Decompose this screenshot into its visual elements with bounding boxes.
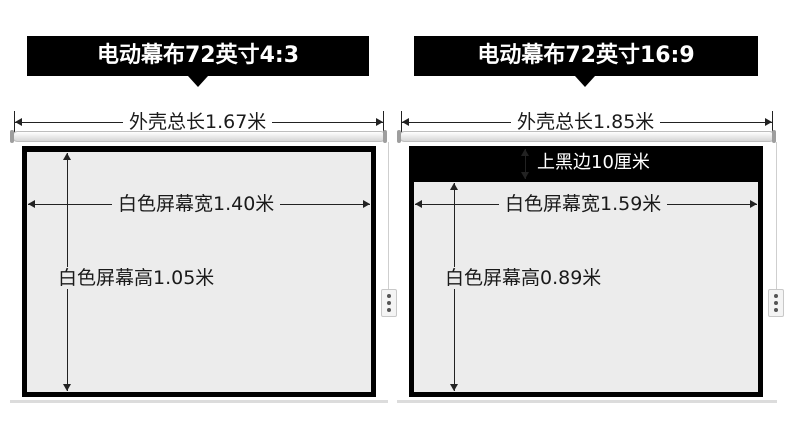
screen-height-label: 白色屏幕高0.89米 xyxy=(439,267,608,289)
title-text: 电动幕布72英寸4:3 xyxy=(96,43,300,68)
switch-button-icon xyxy=(387,294,391,298)
housing-length-label: 外壳总长1.67米 xyxy=(123,111,273,133)
dim-cap-left xyxy=(401,111,402,133)
top-border-dimension-line xyxy=(525,149,526,179)
housing-endcap-right xyxy=(383,130,387,143)
arrow-down xyxy=(63,384,71,391)
arrow-left xyxy=(402,118,409,126)
housing-endcap-right xyxy=(772,130,776,143)
arrow-right xyxy=(376,118,383,126)
switch-button-icon xyxy=(387,308,391,312)
switch-button-icon xyxy=(774,294,778,298)
arrow-right xyxy=(363,200,370,208)
arrow-right xyxy=(765,118,772,126)
arrow-right xyxy=(750,200,757,208)
arrow-left xyxy=(15,118,22,126)
screen-height-label: 白色屏幕高1.05米 xyxy=(52,267,221,289)
title-banner: 电动幕布72英寸16:9 xyxy=(414,36,758,76)
screen-housing xyxy=(399,131,775,142)
power-cable xyxy=(388,142,389,290)
arrow-down xyxy=(521,172,529,179)
screen-4x3-panel: 电动幕布72英寸4:3 外壳总长1.67米 白色屏幕宽1.40米 白色屏幕高1.… xyxy=(10,36,397,403)
switch-button-icon xyxy=(774,301,778,305)
title-banner: 电动幕布72英寸4:3 xyxy=(27,36,369,76)
wall-switch xyxy=(768,289,784,317)
housing-endcap-left xyxy=(397,130,401,143)
power-cable xyxy=(776,142,777,290)
dim-cap-right xyxy=(772,111,773,133)
banner-pointer xyxy=(188,76,208,87)
screen-width-label: 白色屏幕宽1.59米 xyxy=(499,193,668,215)
title-text: 电动幕布72英寸16:9 xyxy=(477,43,695,68)
housing-endcap-left xyxy=(10,130,14,143)
arrow-up xyxy=(521,149,529,156)
switch-button-icon xyxy=(774,308,778,312)
baseline xyxy=(10,400,388,403)
arrow-left xyxy=(415,200,422,208)
baseline xyxy=(397,400,777,403)
dim-cap-right xyxy=(383,111,384,133)
top-border-label: 上黑边10厘米 xyxy=(533,152,654,174)
banner-pointer xyxy=(575,76,595,87)
wall-switch xyxy=(381,289,397,317)
screen-16x9-panel: 电动幕布72英寸16:9 外壳总长1.85米 上黑边10厘米 白色屏幕宽1.59… xyxy=(395,0,790,438)
switch-button-icon xyxy=(387,301,391,305)
arrow-up xyxy=(63,153,71,160)
screen-width-label: 白色屏幕宽1.40米 xyxy=(112,193,281,215)
dim-cap-left xyxy=(14,111,15,133)
arrow-up xyxy=(450,183,458,190)
housing-length-label: 外壳总长1.85米 xyxy=(511,111,661,133)
arrow-left xyxy=(28,200,35,208)
screen-housing xyxy=(12,131,386,142)
arrow-down xyxy=(450,384,458,391)
